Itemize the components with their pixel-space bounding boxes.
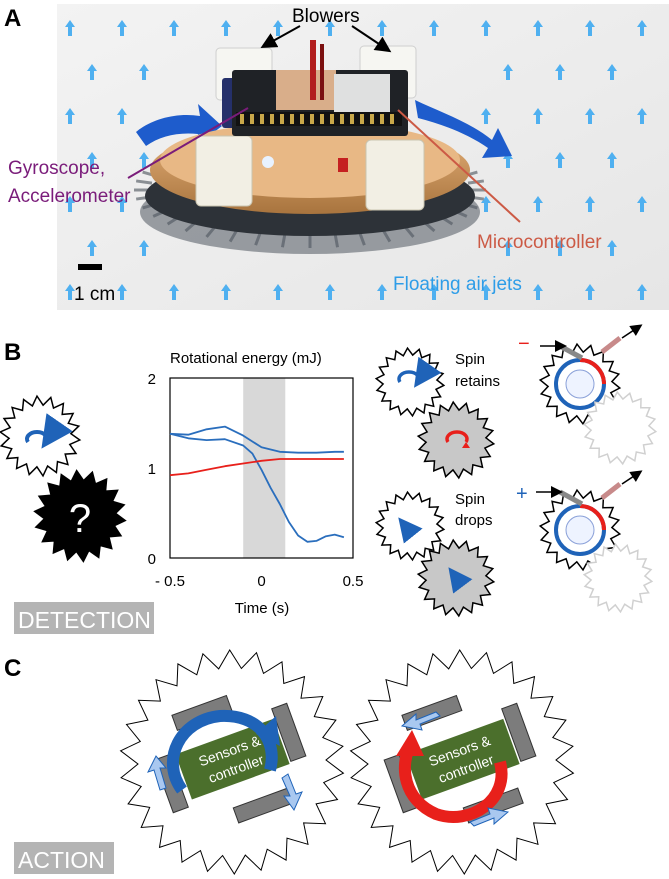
faded-robot-star-2 [582,542,654,614]
robot-star-drop [374,490,446,562]
air-jets-label: Floating air jets [393,274,522,295]
spin-retains-line1: Spin [455,351,485,368]
blowers-pointer-right [351,25,392,53]
microcontroller-pointer [397,109,521,223]
rotation-arrow-red [398,738,508,823]
spin-drops-line2: drops [455,512,493,529]
detection-label: DETECTION [18,607,151,633]
plot-frame [169,377,354,559]
x-tick-label: 0 [257,573,265,590]
minus-sign: − [518,333,530,355]
spin-retains-line2: retains [455,373,500,390]
robot-star-grey [416,400,496,480]
air-jet-arrows [65,20,647,300]
side-blower-right [365,139,425,211]
thruster-right-right [501,702,537,763]
panel-b: B ? DETECTION Rotational energy (mJ) - 0… [0,324,658,634]
thruster-right-left [271,702,307,763]
spin-arrow-icon [25,413,73,449]
panel-b-label: B [4,339,21,366]
series-line-1 [169,425,344,454]
chart-title: Rotational energy (mJ) [170,350,322,367]
scale-bar [78,264,102,270]
action-label: ACTION [18,847,105,873]
x-tick-label: 0.5 [343,573,364,590]
brain-robot-plus [536,470,643,572]
unknown-mark: ? [69,497,91,541]
y-tick-label: 0 [148,551,156,568]
jet-arrow-l1 [147,755,168,791]
robot-star-white [0,394,82,478]
action-badge [14,842,114,874]
accelerometer-label: Accelerometer [8,186,131,207]
gyroscope-label: Gyroscope, [8,158,105,179]
microcontroller-label: Microcontroller [477,232,602,253]
spin-retain-icon [397,356,442,388]
scale-label: 1 cm [74,284,115,305]
series-line-3 [169,458,344,477]
panel-a: Blowers Gyroscope, Accelerometer Microco… [4,4,669,310]
panel-c-label: C [4,655,21,682]
panel-c: C Sensors & controller Sensors & control… [4,649,575,875]
spin-retain-red-icon [445,430,469,443]
rotation-arrow-blue [167,709,278,794]
x-axis-label: Time (s) [235,600,289,617]
side-blower-left [195,135,253,207]
unknown-robot-star [33,469,127,563]
blowers-pointer-left [260,25,301,48]
plus-sign: + [516,483,528,505]
jet-arrow-r2 [469,807,510,827]
y-tick-label: 1 [148,461,156,478]
y-tick-label: 2 [148,371,156,388]
shaded-region [243,378,286,558]
jet-arrow-r1 [400,711,441,731]
blowers-label: Blowers [292,6,360,27]
robot-star-spin [374,346,446,418]
x-tick-label: - 0.5 [155,573,185,590]
spin-drops-line1: Spin [455,491,485,508]
faded-robot-star [582,390,658,466]
right-flow-arrow [415,100,512,158]
sensors-box-right [405,718,520,800]
gyro-pointer [127,107,249,179]
robot-photo [134,40,486,254]
jet-arrow-l2 [281,773,303,812]
rotational-energy-chart: Rotational energy (mJ) - 0.5 0 0.5 0 1 2 Time… [148,350,364,617]
series-line-2 [169,432,345,543]
detection-badge [14,602,154,634]
panel-a-label: A [4,5,21,32]
